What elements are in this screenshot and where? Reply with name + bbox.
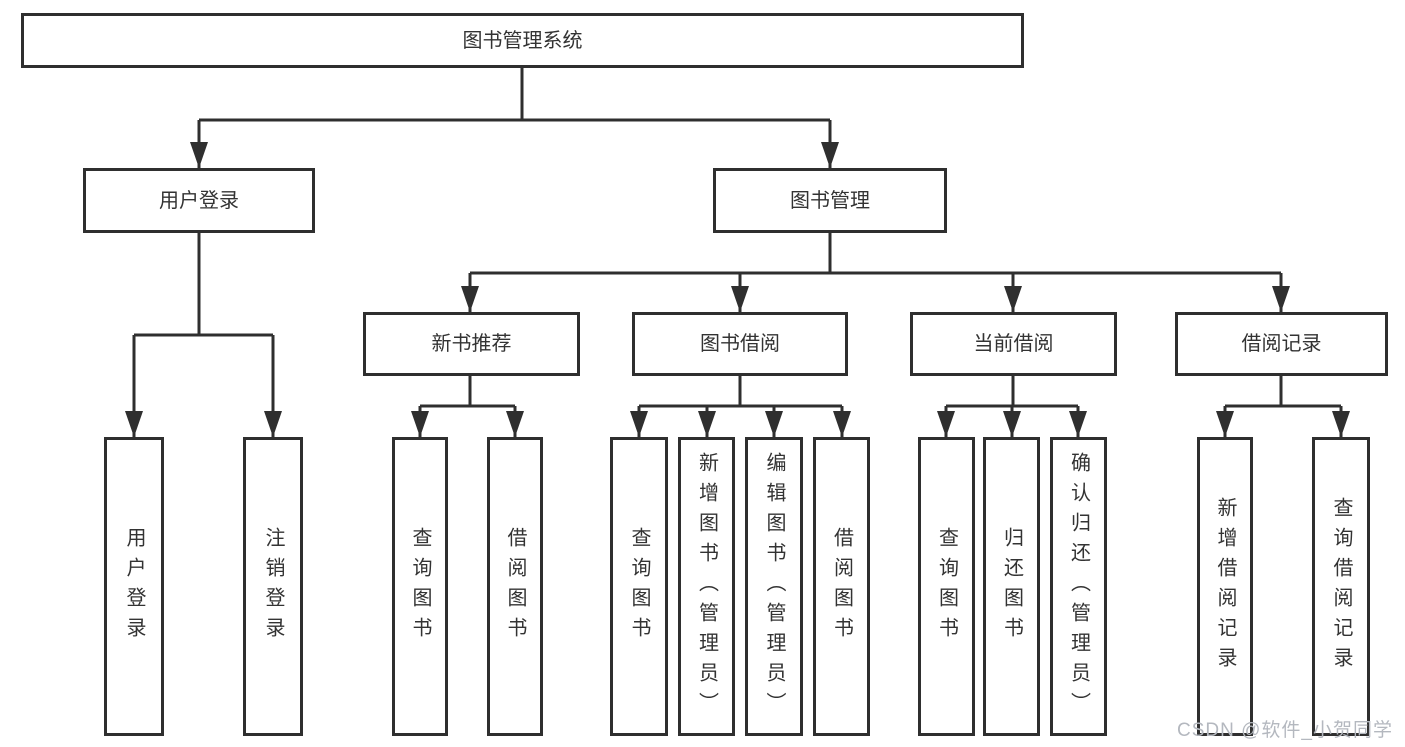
leaf-return-book: 归还图书 — [983, 437, 1040, 736]
leaf-label: 查询图书 — [935, 526, 958, 647]
leaf-label: 查询图书 — [628, 526, 650, 647]
leaf-logout: 注销登录 — [243, 437, 303, 736]
leaf-add-book-admin: 新增图书（管理员） — [678, 437, 735, 736]
arrowhead — [264, 411, 282, 437]
arrowhead — [1069, 411, 1087, 437]
node-new-book-recommendation: 新书推荐 — [363, 312, 580, 376]
leaf-borrow-books: 借阅图书 — [813, 437, 870, 736]
arrowhead — [731, 286, 749, 312]
leaf-label: 查询图书 — [409, 526, 431, 647]
leaf-label: 编辑图书（管理员） — [763, 451, 785, 722]
leaf-label: 注销登录 — [262, 526, 284, 647]
leaf-label: 用户登录 — [123, 526, 145, 647]
leaf-add-borrow-record: 新增借阅记录 — [1197, 437, 1253, 736]
arrowhead — [1004, 286, 1022, 312]
arrowhead — [506, 411, 524, 437]
leaf-label: 借阅图书 — [830, 526, 853, 647]
node-label: 图书借阅 — [700, 333, 780, 355]
node-label: 新书推荐 — [431, 333, 512, 355]
node-label: 当前借阅 — [973, 333, 1054, 355]
arrowhead — [698, 411, 716, 437]
arrowhead — [461, 286, 479, 312]
leaf-query-books-current: 查询图书 — [918, 437, 975, 736]
node-label: 借阅记录 — [1241, 333, 1322, 355]
csdn-watermark: CSDN @软件_小贺同学 — [1177, 720, 1393, 741]
arrowhead — [937, 411, 955, 437]
node-user-login: 用户登录 — [83, 168, 315, 233]
arrowhead — [1332, 411, 1350, 437]
node-book-management: 图书管理 — [713, 168, 947, 233]
leaf-confirm-return-admin: 确认归还（管理员） — [1050, 437, 1107, 736]
leaf-borrow-books-recommend: 借阅图书 — [487, 437, 543, 736]
arrowhead — [125, 411, 143, 437]
leaf-label: 新增借阅记录 — [1214, 496, 1236, 677]
node-library-management-system: 图书管理系统 — [21, 13, 1024, 68]
node-label: 图书管理系统 — [462, 29, 583, 52]
leaf-query-borrow-record: 查询借阅记录 — [1312, 437, 1370, 736]
node-book-borrowing: 图书借阅 — [632, 312, 848, 376]
leaf-label: 确认归还（管理员） — [1067, 451, 1090, 722]
arrowhead — [411, 411, 429, 437]
leaf-query-books-recommend: 查询图书 — [392, 437, 448, 736]
tree-edges — [132, 68, 1343, 437]
leaf-label: 新增图书（管理员） — [695, 451, 718, 722]
leaf-label: 归还图书 — [1000, 526, 1023, 647]
node-borrowing-records: 借阅记录 — [1175, 312, 1388, 376]
leaf-query-books-borrow: 查询图书 — [610, 437, 668, 736]
node-label: 用户登录 — [159, 189, 239, 212]
node-current-borrowing: 当前借阅 — [910, 312, 1117, 376]
leaf-label: 借阅图书 — [504, 526, 526, 647]
leaf-edit-book-admin: 编辑图书（管理员） — [745, 437, 803, 736]
arrowhead — [1003, 411, 1021, 437]
arrowhead — [190, 142, 208, 168]
arrowhead — [821, 142, 839, 168]
arrowhead — [630, 411, 648, 437]
arrowhead — [833, 411, 851, 437]
arrowhead — [1216, 411, 1234, 437]
arrowhead — [1272, 286, 1290, 312]
node-label: 图书管理 — [790, 189, 870, 212]
leaf-label: 查询借阅记录 — [1330, 496, 1352, 677]
arrowhead — [765, 411, 783, 437]
leaf-user-login: 用户登录 — [104, 437, 164, 736]
